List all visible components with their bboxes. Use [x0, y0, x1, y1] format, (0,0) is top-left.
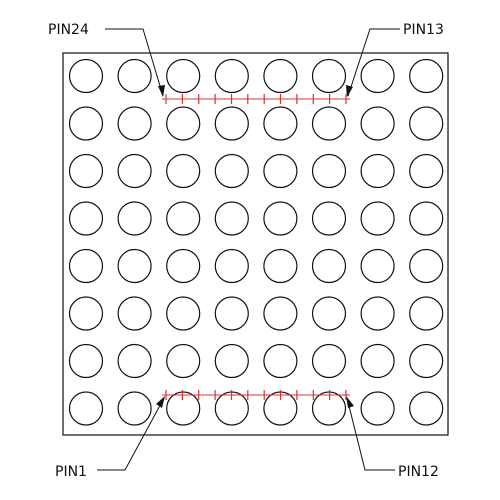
led-circle [214, 153, 249, 189]
led-circle [68, 201, 104, 236]
label-pin24: PIN24 [48, 22, 89, 38]
label-pin12: PIN12 [398, 464, 439, 480]
arrowhead-pin12 [346, 396, 354, 408]
matrix-frame [62, 52, 449, 436]
led-circle [214, 296, 249, 331]
led-circle [311, 296, 347, 331]
arrowhead-pin1 [156, 396, 165, 408]
led-circle [117, 296, 152, 331]
led-circle [68, 343, 104, 379]
led-circle [117, 391, 152, 426]
led-circle [166, 106, 201, 141]
led-circle [117, 343, 152, 379]
led-circle [166, 248, 201, 284]
led-circle [263, 248, 298, 284]
led-circle [117, 248, 152, 284]
led-circle [117, 58, 152, 94]
led-circle [360, 343, 395, 379]
led-circle [360, 248, 395, 284]
led-circle [68, 296, 104, 331]
led-circle [263, 201, 298, 236]
led-circle [166, 58, 201, 94]
led-circle [311, 343, 347, 379]
arrowhead-pin13 [346, 85, 353, 97]
led-circle [409, 391, 444, 426]
led-circle [117, 201, 152, 236]
led-circle [214, 343, 249, 379]
arrowhead-pin24 [158, 85, 165, 97]
led-circle [166, 391, 201, 426]
led-circle [263, 153, 298, 189]
led-circle [409, 343, 444, 379]
led-circle [360, 391, 395, 426]
led-circle [214, 106, 249, 141]
led-circle [263, 106, 298, 141]
led-circle [311, 248, 347, 284]
led-circle [68, 153, 104, 189]
led-circle [409, 201, 444, 236]
led-circle [409, 296, 444, 331]
led-circle [360, 201, 395, 236]
led-circle [360, 296, 395, 331]
led-circle [409, 153, 444, 189]
leader-line-pin1 [97, 397, 165, 471]
label-pin13: PIN13 [403, 22, 444, 38]
led-circle [68, 248, 104, 284]
led-circle [311, 153, 347, 189]
led-circle [263, 296, 298, 331]
led-circle [311, 201, 347, 236]
led-circle [166, 201, 201, 236]
led-circle [68, 391, 104, 426]
led-circle [360, 58, 395, 94]
led-circle [409, 58, 444, 94]
led-circle [263, 343, 298, 379]
led-circle [311, 106, 347, 141]
led-circle [311, 58, 347, 94]
led-circle [166, 343, 201, 379]
leader-line-pin24 [105, 28, 164, 97]
led-circle [360, 153, 395, 189]
leader-line-pin12 [346, 397, 395, 471]
pin-row-top [162, 94, 350, 104]
led-circle [409, 106, 444, 141]
led-circle [117, 106, 152, 141]
led-circle [360, 106, 395, 141]
led-circle [214, 201, 249, 236]
led-circle [166, 296, 201, 331]
led-grid [68, 58, 444, 426]
led-circle [166, 153, 201, 189]
led-circle [263, 58, 298, 94]
pin-row-bottom [162, 390, 350, 400]
label-pin1: PIN1 [55, 464, 87, 480]
led-circle [214, 58, 249, 94]
led-circle [68, 106, 104, 141]
leader-line-pin13 [347, 28, 400, 97]
led-circle [117, 153, 152, 189]
led-circle [214, 248, 249, 284]
led-circle [68, 58, 104, 94]
led-circle [409, 248, 444, 284]
